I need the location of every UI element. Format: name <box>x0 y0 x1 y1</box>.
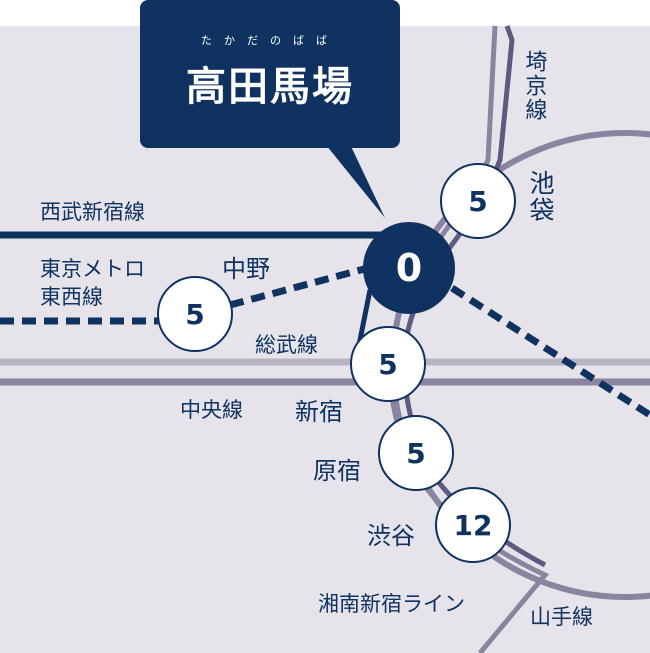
label-shonan-line: 湘南新宿ライン <box>318 592 465 616</box>
station-name-shibuya: 渋谷 <box>367 522 415 550</box>
label-yamanote-line: 山手線 <box>530 605 593 629</box>
station-ikebukuro[interactable]: 5 <box>440 163 516 239</box>
station-shinjuku[interactable]: 5 <box>350 326 426 402</box>
station-callout: たかだのばば 高田馬場 <box>140 0 400 148</box>
station-harajuku[interactable]: 5 <box>378 415 454 491</box>
callout-reading: たかだのばば <box>201 34 339 47</box>
label-seibu-line: 西武新宿線 <box>40 200 145 224</box>
station-shibuya[interactable]: 12 <box>435 487 511 563</box>
station-name-nakano: 中野 <box>222 255 270 283</box>
station-name-ikebukuro: 池袋 <box>526 170 555 224</box>
label-chuo-line: 中央線 <box>180 398 243 422</box>
label-sobu-line: 総武線 <box>255 333 318 357</box>
label-saikyo-line: 埼京線 <box>521 50 547 122</box>
station-name-shinjuku: 新宿 <box>295 398 343 426</box>
tozai-line-east <box>450 285 650 418</box>
callout-station-name: 高田馬場 <box>186 64 354 110</box>
callout-tail <box>322 140 385 218</box>
station-name-harajuku: 原宿 <box>313 457 361 485</box>
station-takadanobaba[interactable]: 0 <box>363 222 455 314</box>
label-tozai-line: 東京メトロ 東西線 <box>40 257 145 310</box>
station-nakano[interactable]: 5 <box>157 276 233 352</box>
tozai-line-center <box>229 264 369 309</box>
